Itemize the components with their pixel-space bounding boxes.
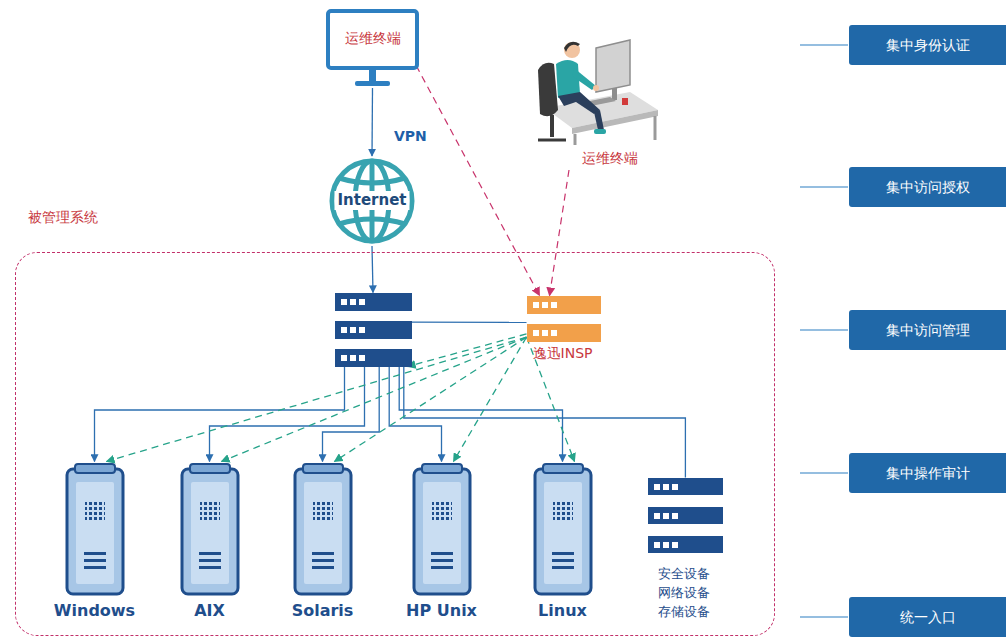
feature-box: 集中访问管理 xyxy=(849,310,1006,350)
server-name: AIX xyxy=(160,601,260,620)
feature-label: 集中访问管理 xyxy=(849,310,1006,350)
terminal-monitor-icon xyxy=(325,8,420,88)
server-tower-icon xyxy=(411,462,473,597)
server-name: HP Unix xyxy=(392,601,492,620)
server-tower-icon xyxy=(179,462,241,597)
server-tower: Solaris xyxy=(273,462,373,622)
terminal-monitor: 运维终端 xyxy=(325,8,420,88)
connector xyxy=(335,337,527,461)
connector xyxy=(323,367,380,462)
connector xyxy=(454,337,527,461)
connector xyxy=(95,367,345,462)
insp-appliance: 逸迅INSP xyxy=(513,296,613,360)
feature-box: 集中访问授权 xyxy=(849,167,1006,207)
server-tower-icon xyxy=(64,462,126,597)
connector xyxy=(222,337,527,461)
feature-label: 集中操作审计 xyxy=(849,453,1006,493)
connector xyxy=(550,170,570,296)
feature-box: 集中身份认证 xyxy=(849,25,1006,65)
edge-label: VPN xyxy=(392,128,429,144)
leader-lines xyxy=(800,45,848,617)
gateway-server xyxy=(335,293,412,367)
terminal-label: 运维终端 xyxy=(530,150,660,168)
device-label: 安全设备 网络设备 存储设备 xyxy=(658,564,711,621)
server-tower: Linux xyxy=(513,462,613,622)
connector xyxy=(408,334,527,367)
feature-box: 集中操作审计 xyxy=(849,453,1006,493)
feature-label: 集中访问授权 xyxy=(849,167,1006,207)
gateway-server-icon xyxy=(335,293,412,367)
connector xyxy=(210,367,365,462)
insp-appliance-icon xyxy=(527,296,601,342)
device-stack-icon xyxy=(648,478,723,553)
connector xyxy=(412,321,527,323)
feature-box: 统一入口 xyxy=(849,597,1006,637)
internet-globe: Internet xyxy=(327,156,417,246)
connector xyxy=(416,66,539,296)
server-name: Solaris xyxy=(273,601,373,620)
connector xyxy=(371,88,373,156)
server-tower: Windows xyxy=(45,462,145,622)
connector xyxy=(107,337,527,461)
operator-illustration-icon xyxy=(530,30,660,146)
managed-region: 被管理系统逸迅INSPWindowsAIXSolarisHP UnixLinux… xyxy=(15,252,775,636)
server-tower: AIX xyxy=(160,462,260,622)
feature-label: 集中身份认证 xyxy=(849,25,1006,65)
device-stack: 安全设备 网络设备 存储设备 xyxy=(640,478,730,626)
operator-illustration: 运维终端 xyxy=(530,30,660,170)
server-tower-icon xyxy=(292,462,354,597)
server-name: Windows xyxy=(45,601,145,620)
globe-label: Internet xyxy=(334,191,409,210)
terminal-label: 运维终端 xyxy=(325,30,420,48)
server-tower-icon xyxy=(532,462,594,597)
server-name: Linux xyxy=(513,601,613,620)
feature-label: 统一入口 xyxy=(849,597,1006,637)
region-label: 被管理系统 xyxy=(28,209,98,227)
appliance-label: 逸迅INSP xyxy=(513,345,613,363)
connector xyxy=(389,367,441,462)
server-tower: HP Unix xyxy=(392,462,492,622)
